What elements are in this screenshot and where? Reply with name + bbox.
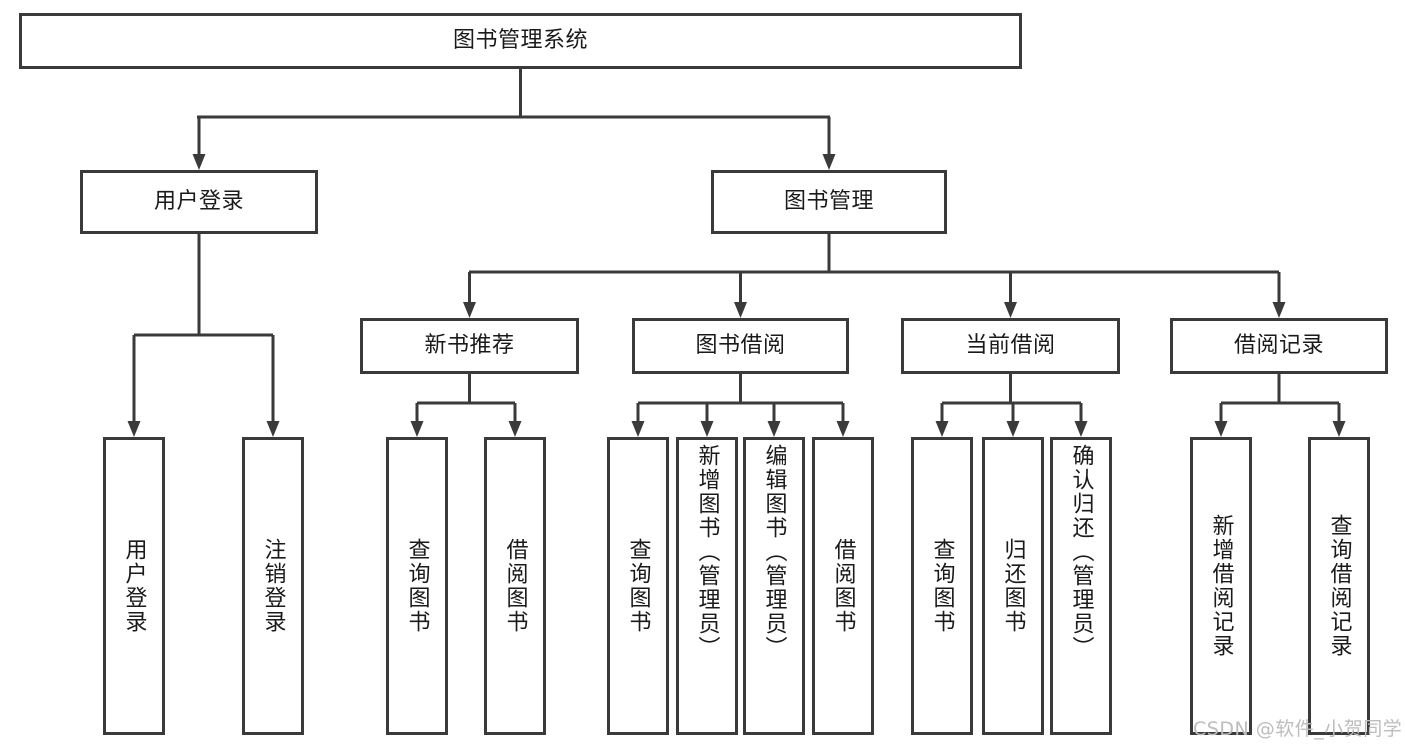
node-leaf-add-record[interactable]: 新增借阅记录 (1190, 437, 1252, 735)
node-leaf-add-record-label: 新增借阅记录 (1208, 514, 1234, 658)
node-leaf-edit-book[interactable]: 编辑图书（管理员） (743, 437, 805, 735)
node-leaf-user-login[interactable]: 用户登录 (103, 437, 165, 735)
node-leaf-query-record[interactable]: 查询借阅记录 (1308, 437, 1370, 735)
node-current-borrow[interactable]: 当前借阅 (901, 318, 1120, 374)
node-leaf-add-book[interactable]: 新增图书（管理员） (676, 437, 738, 735)
node-book-management[interactable]: 图书管理 (711, 170, 947, 234)
node-borrow-record-label: 借阅记录 (1233, 333, 1324, 359)
node-leaf-query-book-rec-label: 查询图书 (404, 538, 430, 634)
node-root-label: 图书管理系统 (452, 28, 588, 54)
node-root[interactable]: 图书管理系统 (19, 13, 1022, 69)
node-borrow-record[interactable]: 借阅记录 (1170, 318, 1388, 374)
node-leaf-confirm-return[interactable]: 确认归还（管理员） (1050, 437, 1112, 735)
node-leaf-user-login-label: 用户登录 (121, 538, 147, 634)
node-leaf-confirm-return-label: 确认归还（管理员） (1068, 444, 1094, 660)
node-leaf-add-book-label: 新增图书（管理员） (694, 444, 720, 660)
node-leaf-borrow-book-label: 借阅图书 (830, 538, 856, 634)
node-leaf-logout[interactable]: 注销登录 (242, 437, 304, 735)
node-book-borrow[interactable]: 图书借阅 (632, 318, 849, 374)
node-leaf-query-book-rec[interactable]: 查询图书 (386, 437, 448, 735)
node-book-borrow-label: 图书借阅 (695, 333, 786, 359)
node-leaf-borrow-book[interactable]: 借阅图书 (812, 437, 874, 735)
node-leaf-borrow-book-rec-label: 借阅图书 (502, 538, 528, 634)
node-leaf-logout-label: 注销登录 (260, 538, 286, 634)
node-leaf-query-book-borrow[interactable]: 查询图书 (607, 437, 669, 735)
node-leaf-query-book-current[interactable]: 查询图书 (911, 437, 973, 735)
csdn-watermark: CSDN @软件_小贺同学 (1193, 718, 1403, 740)
node-leaf-query-record-label: 查询借阅记录 (1326, 514, 1352, 658)
node-leaf-query-book-current-label: 查询图书 (929, 538, 955, 634)
node-new-book-recommend[interactable]: 新书推荐 (360, 318, 579, 374)
node-leaf-query-book-borrow-label: 查询图书 (625, 538, 651, 634)
node-leaf-edit-book-label: 编辑图书（管理员） (761, 444, 787, 660)
node-leaf-return-book-label: 归还图书 (1000, 538, 1026, 634)
node-book-management-label: 图书管理 (783, 189, 874, 215)
node-user-login[interactable]: 用户登录 (80, 170, 318, 234)
node-current-borrow-label: 当前借阅 (965, 333, 1056, 359)
connector-lines (127, 69, 1346, 437)
node-leaf-borrow-book-rec[interactable]: 借阅图书 (484, 437, 546, 735)
node-user-login-label: 用户登录 (153, 189, 244, 215)
node-new-book-recommend-label: 新书推荐 (424, 333, 515, 359)
node-leaf-return-book[interactable]: 归还图书 (982, 437, 1044, 735)
